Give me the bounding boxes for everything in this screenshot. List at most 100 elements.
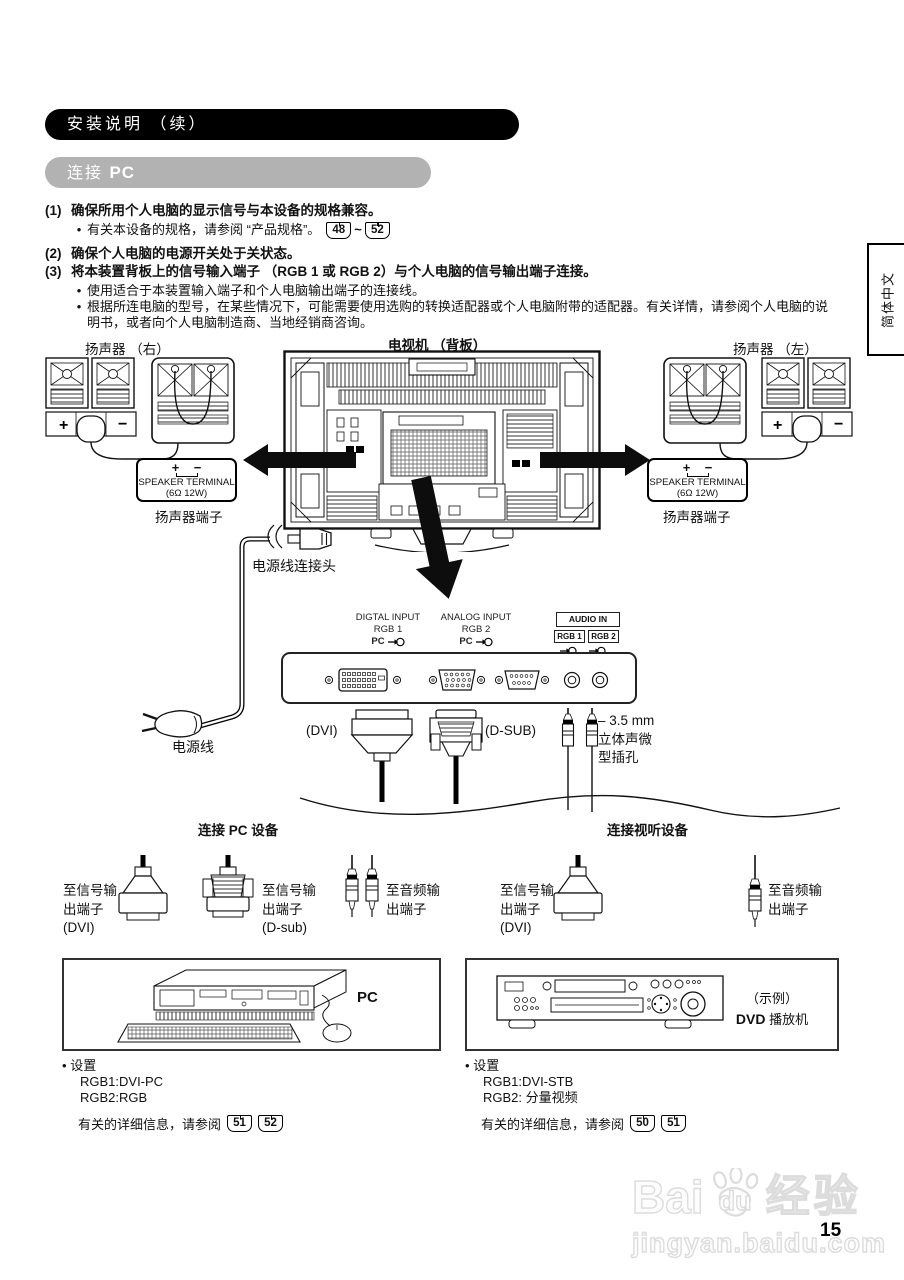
dvi-port bbox=[342, 672, 385, 688]
page-ref-book-icon: 51 bbox=[227, 1115, 253, 1132]
tv-back-label: 电视机 （背板） bbox=[388, 338, 487, 353]
page-title: 安装说明 （续） bbox=[67, 116, 208, 133]
dvi-connector-down bbox=[553, 855, 603, 921]
terminal-title: SPEAKER TERMINAL bbox=[649, 477, 746, 488]
dsub-plug-label: (D-SUB) bbox=[485, 723, 536, 738]
setting-rgb1: RGB1:DVI-STB bbox=[483, 1074, 574, 1089]
input-arrow-icon bbox=[387, 637, 405, 647]
subsection-header-bar: 连接 PC bbox=[45, 157, 431, 188]
bullet-glyph: • bbox=[76, 283, 82, 298]
pc-illustration bbox=[117, 969, 352, 1043]
terminal-spec: (6Ω 12W) bbox=[676, 488, 719, 499]
bullet-text: 使用适合于本装置输入端子和个人电脑输出端子的连接线。 bbox=[87, 283, 426, 298]
bullet-text: 有关本设备的规格，请参阅 “产品规格”。 bbox=[87, 222, 321, 237]
speaker-terminal-box-right: +− SPEAKER TERMINAL (6Ω 12W) bbox=[136, 458, 237, 502]
refs-text: 有关的详细信息，请参阅 bbox=[481, 1117, 625, 1132]
rear-connector-panel bbox=[281, 652, 637, 704]
step-text: 将本装置背板上的信号输入端子 （RGB 1 或 RGB 2）与个人电脑的信号输出… bbox=[71, 264, 597, 279]
analog-input-label: ANALOG INPUT RGB 2 PC bbox=[418, 612, 534, 648]
tilde: ~ bbox=[354, 222, 362, 237]
speaker-left-drawing: + − bbox=[663, 357, 853, 460]
digital-input-label: DIGTAL INPUT RGB 1 PC bbox=[330, 612, 446, 648]
mini-jack-connector-down bbox=[345, 855, 359, 917]
dvi-connector-down bbox=[118, 855, 168, 921]
step-number: (3) bbox=[45, 264, 62, 279]
minus-mark: − bbox=[834, 416, 843, 433]
page-ref-book-icon: 52 bbox=[258, 1115, 284, 1132]
section-header-bar: 安装说明 （续） bbox=[45, 109, 519, 140]
to-audio-label: 至音频输 出端子 bbox=[768, 883, 822, 917]
bullet-glyph: • bbox=[465, 1058, 470, 1073]
subsection-title-en: PC bbox=[109, 163, 136, 182]
mini-jack-plug bbox=[585, 708, 599, 812]
analog-input-line1: ANALOG INPUT bbox=[440, 612, 512, 623]
dsub9-port bbox=[504, 670, 540, 690]
setting-rgb1: RGB1:DVI-PC bbox=[80, 1074, 164, 1089]
audio-rgb-chips: RGB 1 RGB 2 bbox=[554, 630, 619, 643]
connect-pc-caption: 连接 PC 设备 bbox=[198, 823, 279, 838]
watermark-url: jingyan.baidu.com bbox=[631, 1227, 887, 1258]
dsub-connector-down bbox=[202, 855, 254, 918]
connect-av-caption: 连接视听设备 bbox=[607, 823, 688, 838]
to-audio-label: 至音频输 出端子 bbox=[386, 883, 440, 917]
language-tab-label: 简体中文 bbox=[880, 271, 895, 328]
bullet-glyph: • bbox=[62, 1058, 67, 1073]
power-connector-label: 电源线连接头 bbox=[252, 558, 336, 574]
step-number: (1) bbox=[45, 203, 62, 218]
panel-connectors-drawing bbox=[324, 668, 609, 692]
dvi-plug bbox=[350, 709, 414, 802]
mini-jack-plug bbox=[561, 708, 575, 810]
minus-mark: − bbox=[193, 460, 202, 475]
setting-rgb2: RGB2:RGB bbox=[80, 1090, 148, 1105]
watermark: Bai du 经验 jingyan.baidu.com bbox=[631, 1160, 887, 1259]
setting-rgb2: RGB2: 分量视频 bbox=[483, 1090, 578, 1105]
plus-mark: + bbox=[59, 417, 68, 434]
dvd-device-box: （示例） DVD 播放机 bbox=[465, 958, 839, 1051]
bullet-text: 根据所连电脑的型号，在某些情况下，可能需要使用选购的转换适配器或个人电脑附带的适… bbox=[87, 299, 829, 330]
speaker-terminal-box-left: +− SPEAKER TERMINAL (6Ω 12W) bbox=[647, 458, 748, 502]
dvd-box-labels: （示例） DVD 播放机 bbox=[712, 988, 832, 1028]
terminal-caption-right: 扬声器端子 bbox=[155, 510, 223, 525]
to-signal-dsub-label: 至信号输 出端子 (D-sub) bbox=[262, 883, 316, 936]
pc-box-label: PC bbox=[357, 989, 378, 1006]
audio-rgb2-chip: RGB 2 bbox=[588, 630, 619, 643]
digital-input-line2: RGB 1 bbox=[373, 624, 403, 635]
power-cord-label: 电源线 bbox=[172, 739, 214, 755]
mini-jack-label: – 3.5 mm 立体声微 型插孔 bbox=[598, 713, 655, 766]
step-2: (2) 确保个人电脑的电源开关处于关状态。 bbox=[45, 245, 865, 262]
terminal-bracket bbox=[175, 473, 198, 477]
step-3-bullet-2: • 根据所连电脑的型号，在某些情况下，可能需要使用选购的转换适配器或个人电脑附带… bbox=[71, 299, 839, 331]
subsection-title-zh: 连接 bbox=[67, 165, 110, 182]
step-text: 确保个人电脑的电源开关处于关状态。 bbox=[71, 246, 301, 261]
dvd-illustration bbox=[496, 975, 724, 1029]
step-1: (1) 确保所用个人电脑的显示信号与本设备的规格兼容。 bbox=[45, 202, 865, 219]
minus-mark: − bbox=[118, 416, 127, 433]
plus-mark: + bbox=[171, 460, 180, 475]
to-signal-dvi-label: 至信号输 出端子 (DVI) bbox=[500, 883, 554, 936]
input-arrow-icon bbox=[475, 637, 493, 647]
wave-line bbox=[299, 794, 841, 818]
cable-plugs-drawing bbox=[299, 708, 841, 818]
speaker-right-label: 扬声器 （右） bbox=[85, 342, 170, 357]
av-cables-drawing bbox=[553, 855, 762, 927]
page-ref-book-icon: 51 bbox=[661, 1115, 687, 1132]
plus-mark: + bbox=[682, 460, 691, 475]
pc-label: PC bbox=[459, 636, 473, 647]
terminal-bracket bbox=[686, 473, 709, 477]
bullet-glyph: • bbox=[76, 222, 82, 237]
audio-rgb1-chip: RGB 1 bbox=[554, 630, 585, 643]
refs-text: 有关的详细信息，请参阅 bbox=[78, 1117, 222, 1132]
power-cord-drawing bbox=[141, 524, 332, 738]
digital-input-line1: DIGTAL INPUT bbox=[355, 612, 421, 623]
dvd-label-en: DVD bbox=[735, 1011, 766, 1027]
page-number: 15 bbox=[820, 1220, 842, 1241]
settings-title: 设置 bbox=[70, 1058, 97, 1073]
step-3: (3) 将本装置背板上的信号输入端子 （RGB 1 或 RGB 2）与个人电脑的… bbox=[45, 263, 875, 280]
audio-in-label: AUDIO IN bbox=[556, 612, 620, 627]
dvi-plug-label: (DVI) bbox=[306, 723, 338, 738]
terminal-spec: (6Ω 12W) bbox=[165, 488, 208, 499]
speaker-left-label: 扬声器 （左） bbox=[733, 342, 818, 357]
mini-jack-connector-down bbox=[365, 855, 379, 917]
dvd-example-label: （示例） bbox=[745, 991, 798, 1006]
